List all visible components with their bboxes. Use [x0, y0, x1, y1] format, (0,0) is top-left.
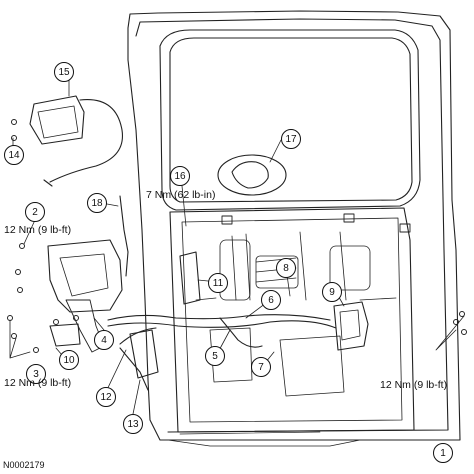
torque-label-upper-left: 12 Nm (9 lb-ft) [4, 224, 72, 236]
front-latch-assembly [47, 239, 123, 313]
latch-bracket-13 [129, 329, 159, 379]
panel-ribs [195, 231, 397, 397]
callout-6: 6 [261, 290, 281, 310]
door-frame-inner-edge [135, 18, 449, 433]
callout-17: 17 [281, 129, 301, 149]
cable-15 [49, 99, 124, 183]
callout-7: 7 [251, 357, 271, 377]
latch-rod-18 [119, 195, 129, 277]
handle-module-17 [217, 154, 287, 196]
callout-13: 13 [123, 414, 143, 434]
callout-15: 15 [54, 62, 74, 82]
torque-label-lower-right: 12 Nm (9 lb-ft) [380, 379, 448, 391]
callout-8: 8 [276, 258, 296, 278]
callout-5: 5 [205, 346, 225, 366]
figure-code: N0002179 [3, 460, 45, 470]
callout-10: 10 [59, 350, 79, 370]
fasteners-right [453, 311, 467, 335]
inner-panel [169, 207, 415, 433]
callout-4: 4 [94, 330, 114, 350]
rod-12 [119, 347, 149, 391]
rear-latch-assembly [333, 301, 369, 351]
callout-2: 2 [25, 202, 45, 222]
cable-assembly-15 [29, 95, 85, 145]
torque-label-top: 7 Nm (62 lb-in) [146, 189, 216, 201]
cable-lower [107, 320, 337, 329]
torque-label-lower-left: 12 Nm (9 lb-ft) [4, 377, 72, 389]
door-sill [167, 439, 361, 447]
frame-fasteners [221, 213, 411, 233]
callout-18: 18 [87, 193, 107, 213]
callout-14: 14 [4, 145, 24, 165]
callout-1: 1 [433, 443, 453, 463]
window-opening [159, 29, 421, 211]
wire-harness [219, 317, 263, 348]
actuator-11 [179, 251, 201, 305]
callout-9: 9 [322, 282, 342, 302]
callout-3: 3 [26, 364, 46, 384]
callout-12: 12 [96, 387, 116, 407]
callout-11: 11 [208, 273, 228, 293]
door-frame-outline [127, 10, 461, 441]
cable-main [107, 314, 331, 321]
callout-16: 16 [170, 166, 190, 186]
bracket-10 [49, 323, 81, 347]
